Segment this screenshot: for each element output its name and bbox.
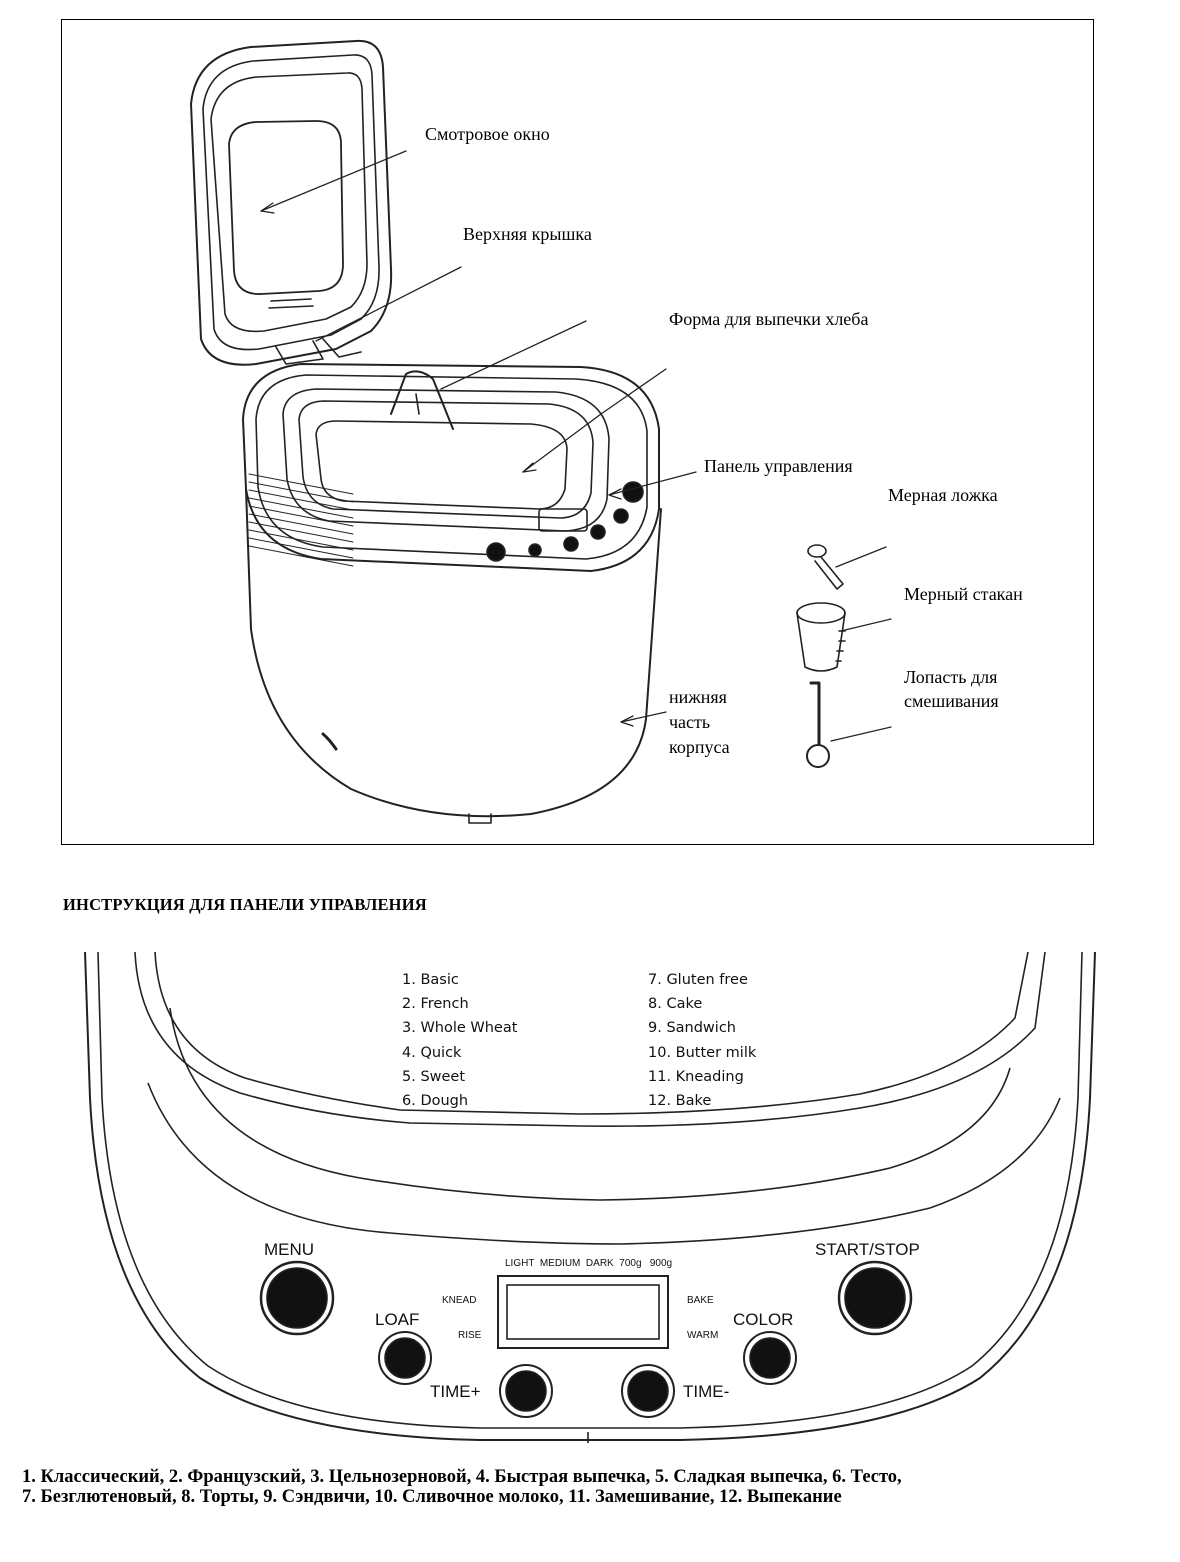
program-item: 5. Sweet: [402, 1068, 466, 1085]
program-item: 1. Basic: [402, 972, 459, 988]
program-item: 6. Dough: [402, 1093, 469, 1110]
label-viewing-window: Смотровое окно: [425, 124, 550, 144]
control-panel-illustration: [84, 951, 1096, 1443]
diagram-frame: [61, 19, 1094, 845]
display-rise-label: RISE: [458, 1330, 482, 1341]
label-lower-body-1: нижняя: [669, 687, 727, 707]
label-kneading-paddle-1: Лопасть для: [904, 667, 998, 687]
program-item: 7. Gluten free: [648, 972, 748, 988]
start-stop-button-label: START/STOP: [815, 1240, 920, 1259]
panel-buttons: [259, 1260, 913, 1418]
color-button-label: COLOR: [733, 1310, 794, 1329]
program-item: 10. Butter milk: [648, 1044, 757, 1061]
program-translation-line-2: 7. Безглютеновый, 8. Торты, 9. Сэндвичи,…: [22, 1487, 842, 1507]
program-list-right: 7. Gluten free 8. Cake 9. Sandwich 10. B…: [648, 968, 756, 1113]
label-bread-pan: Форма для выпечки хлеба: [669, 309, 869, 329]
lid-drawing: [190, 39, 393, 366]
menu-button-label: MENU: [264, 1240, 315, 1259]
section-heading: ИНСТРУКЦИЯ ДЛЯ ПАНЕЛИ УПРАВЛЕНИЯ: [63, 895, 427, 914]
bread-maker-illustration: [190, 39, 892, 824]
program-translation-line-1: 1. Классический, 2. Французский, 3. Цель…: [22, 1467, 902, 1487]
accessories-drawing: [796, 544, 846, 768]
time-minus-button-label: TIME-: [683, 1382, 730, 1401]
program-translation-text: 1. Классический, 2. Французский, 3. Цель…: [22, 1467, 1172, 1507]
display-bake-label: BAKE: [687, 1295, 714, 1306]
loaf-button-label: LOAF: [375, 1310, 420, 1329]
label-measuring-cup: Мерный стакан: [904, 584, 1023, 604]
body-drawing: [242, 363, 662, 824]
leader-lines: [260, 150, 892, 742]
label-lower-body-2: часть: [669, 712, 711, 732]
program-list-left: 1. Basic 2. French 3. Whole Wheat 4. Qui…: [402, 968, 517, 1113]
program-item: 2. French: [402, 996, 469, 1013]
label-lower-body-3: корпуса: [669, 737, 730, 757]
display-warm-label: WARM: [687, 1330, 719, 1341]
program-item: 12. Bake: [648, 1093, 712, 1110]
program-item: 8. Cake: [648, 996, 703, 1013]
display-top-indicators: LIGHT MEDIUM DARK 700g 900g: [505, 1258, 673, 1269]
label-top-lid: Верхняя крышка: [463, 224, 592, 244]
display-knead-label: KNEAD: [442, 1295, 477, 1306]
time-plus-button-label: TIME+: [430, 1382, 481, 1401]
label-measuring-spoon: Мерная ложка: [888, 485, 998, 505]
program-item: 3. Whole Wheat: [402, 1020, 518, 1037]
program-item: 9. Sandwich: [648, 1020, 736, 1037]
program-item: 4. Quick: [402, 1044, 462, 1061]
label-kneading-paddle-2: смешивания: [904, 691, 999, 711]
program-item: 11. Kneading: [648, 1068, 744, 1085]
label-control-panel: Панель управления: [704, 456, 853, 476]
